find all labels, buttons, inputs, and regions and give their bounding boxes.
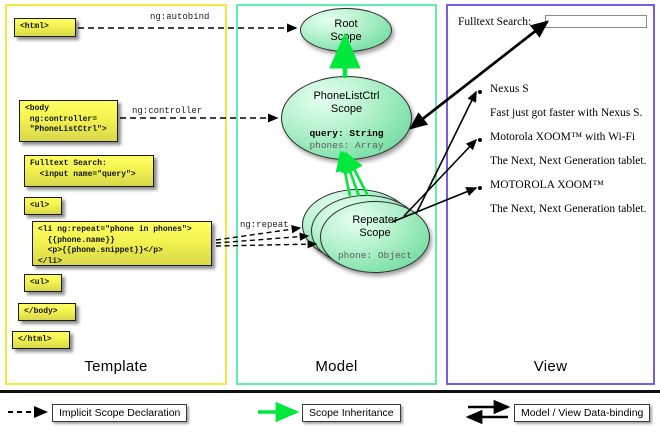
view-item-snippet: Fast just got faster with Nexus S. — [490, 107, 643, 119]
view-item-name: Motorola XOOM™ with Wi-Fi — [490, 131, 636, 143]
ul-open-tag-box[interactable]: <ul> — [24, 197, 62, 215]
ng-repeat-label: ng:repeat — [240, 220, 289, 230]
view-list-bullet — [478, 90, 482, 94]
phonelistctrl-scope-title: PhoneListCtrl Scope — [313, 90, 380, 115]
view-search-input[interactable] — [545, 15, 647, 28]
phonelistctrl-scope-field-query: query: String — [309, 128, 384, 139]
view-item-snippet: The Next, Next Generation tablet. — [490, 155, 647, 167]
phonelistctrl-scope-field-phones: phones: Array — [309, 140, 384, 151]
template-column-label: Template — [84, 358, 148, 375]
view-item-name: MOTOROLA XOOM™ — [490, 179, 604, 191]
html-open-tag-box[interactable]: <html> — [14, 18, 76, 37]
body-close-tag-box[interactable]: </body> — [18, 303, 76, 321]
template-column: Template — [5, 4, 227, 385]
legend-divider — [0, 390, 660, 393]
view-column-label: View — [533, 358, 568, 375]
view-item-name: Nexus S — [490, 83, 529, 95]
root-scope[interactable]: Root Scope — [300, 8, 392, 52]
legend-model-view-data-binding: Model / View Data-binding — [514, 404, 651, 422]
model-column-label: Model — [315, 358, 358, 375]
body-controller-box[interactable]: <body ng:controller= "PhoneListCtrl"> — [19, 100, 118, 142]
root-scope-title: Root Scope — [330, 18, 362, 43]
view-column: View — [446, 4, 655, 385]
html-close-tag-box[interactable]: </html> — [12, 331, 70, 349]
legend-implicit-scope-declaration: Implicit Scope Declaration — [52, 404, 188, 422]
li-ngrepeat-box[interactable]: <li ng:repeat="phone in phones"> {{phone… — [32, 221, 212, 266]
repeater-scope[interactable]: Repeater Scope phone: Object — [320, 201, 430, 273]
phonelistctrl-scope[interactable]: PhoneListCtrl Scope query: String phones… — [281, 76, 412, 160]
view-item-snippet: The Next, Next Generation tablet. — [490, 203, 647, 215]
view-search-label: Fulltext Search: — [458, 16, 532, 28]
view-list-bullet — [478, 138, 482, 142]
ng-autobind-label: ng:autobind — [150, 12, 210, 22]
legend-scope-inheritance: Scope Inheritance — [302, 404, 401, 422]
ul-close-tag-box[interactable]: <ul> — [24, 274, 62, 292]
ng-controller-label: ng:controller — [132, 106, 203, 116]
legend-arrow-layer — [8, 399, 511, 425]
repeater-scope-field-phone: phone: Object — [337, 250, 413, 261]
view-list-bullet — [478, 186, 482, 190]
repeater-scope-title: Repeater Scope — [352, 214, 398, 239]
fulltext-search-box[interactable]: Fulltext Search: <input name="query"> — [24, 155, 154, 187]
